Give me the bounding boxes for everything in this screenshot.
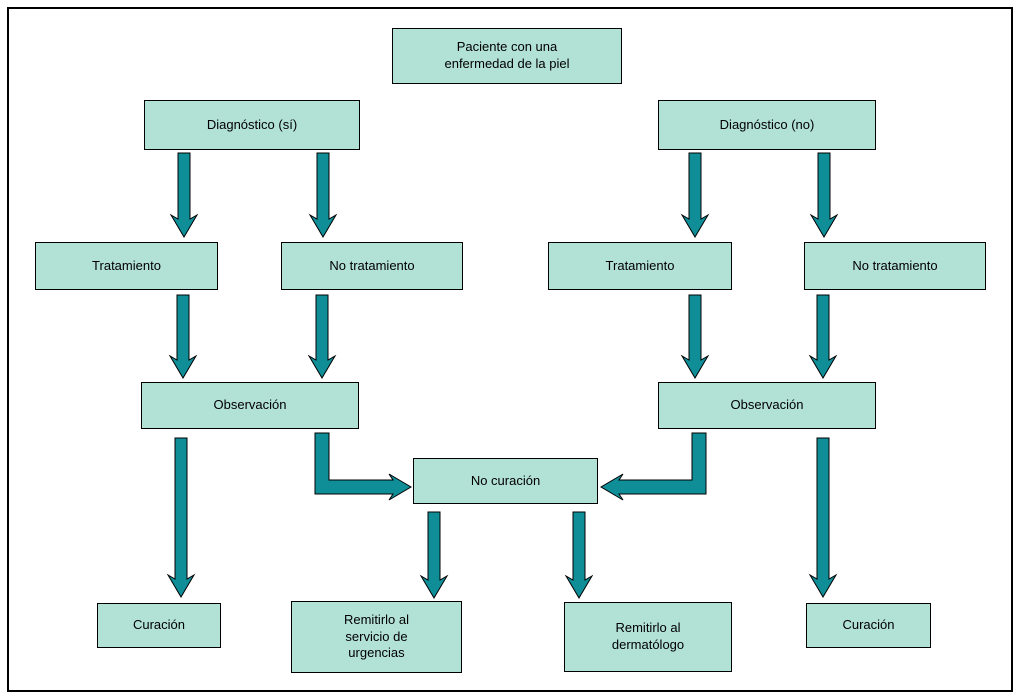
node-diagnostico-si: Diagnóstico (sí) — [144, 100, 360, 150]
node-tratamiento-izq: Tratamiento — [35, 242, 218, 290]
node-paciente: Paciente con una enfermedad de la piel — [392, 28, 622, 84]
node-no-tratamiento-izq: No tratamiento — [281, 242, 463, 290]
node-curacion-izq: Curación — [97, 603, 221, 648]
node-diagnostico-no: Diagnóstico (no) — [658, 100, 876, 150]
node-no-tratamiento-der: No tratamiento — [804, 242, 986, 290]
node-remitirlo-dermatologo: Remitirlo al dermatólogo — [564, 602, 732, 672]
node-remitirlo-urgencias: Remitirlo al servicio de urgencias — [291, 601, 462, 673]
node-no-curacion: No curación — [413, 458, 598, 504]
node-observacion-der: Observación — [658, 382, 876, 429]
outer-border — [7, 7, 1013, 692]
node-observacion-izq: Observación — [141, 382, 359, 429]
node-curacion-der: Curación — [806, 603, 931, 648]
node-tratamiento-der: Tratamiento — [548, 242, 732, 290]
